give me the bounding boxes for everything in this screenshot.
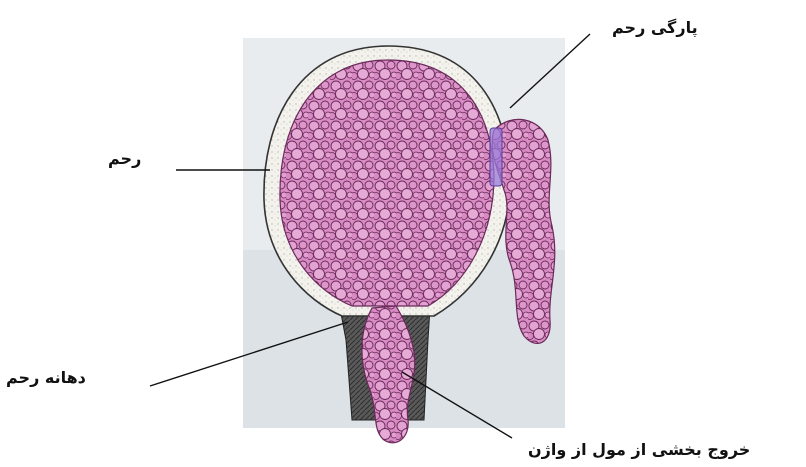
label-mole-exit: خروج بخشی از مول از واژن <box>528 442 750 458</box>
label-cervix: دهانه رحم <box>6 370 86 386</box>
mole-mass-intrauterine <box>280 60 494 306</box>
rupture-site <box>490 128 502 186</box>
label-uterus: رحم <box>108 151 141 167</box>
label-uterine-rupture: پارگی رحم <box>612 20 698 36</box>
